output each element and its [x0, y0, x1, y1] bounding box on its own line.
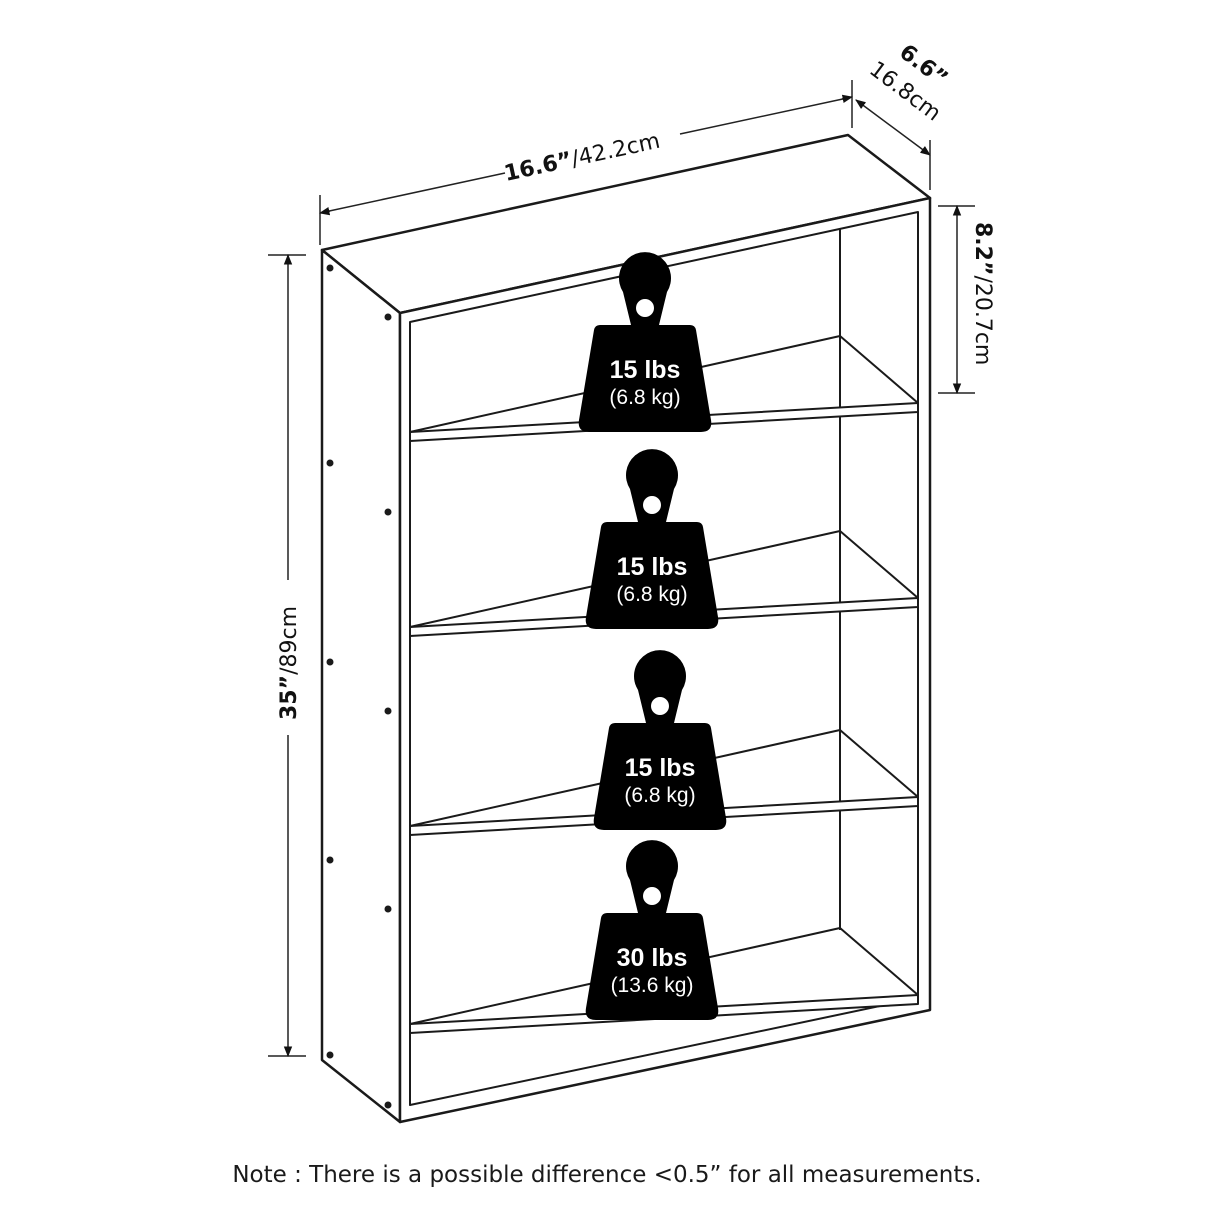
width-cm: /42.2cm: [569, 129, 662, 173]
weight-icon: [578, 252, 712, 433]
weight-value-metric: (6.8 kg): [616, 583, 687, 606]
weight-value-metric: (6.8 kg): [624, 784, 695, 807]
weight-badges: 15 lbs(6.8 kg)15 lbs(6.8 kg)15 lbs(6.8 k…: [578, 252, 727, 1020]
height-cm: /89cm: [277, 606, 302, 675]
weight-icon: [593, 650, 727, 830]
height-label: 35”/89cm: [277, 606, 302, 720]
dimension-lines: [268, 80, 975, 1058]
screw-holes: [326, 264, 392, 1109]
shelf-gap-inches: 8.2”: [970, 222, 995, 275]
weight-badge: 15 lbs(6.8 kg): [585, 449, 719, 629]
shelf-gap-cm: /20.7cm: [970, 275, 995, 365]
height-inches: 35”: [277, 675, 302, 720]
weight-value: 15 lbs: [625, 754, 696, 782]
weight-value: 30 lbs: [617, 944, 688, 972]
width-inches: 16.6”: [502, 148, 574, 187]
weight-value: 15 lbs: [610, 356, 681, 384]
weight-badge: 30 lbs(13.6 kg): [585, 840, 719, 1020]
shelf-gap-label: 8.2”/20.7cm: [970, 222, 995, 365]
weight-badge: 15 lbs(6.8 kg): [593, 650, 727, 830]
weight-value-metric: (13.6 kg): [611, 974, 694, 997]
left-side-panel: [320, 248, 402, 1124]
measurement-note: Note : There is a possible difference <0…: [232, 1162, 982, 1188]
weight-icon: [585, 449, 719, 629]
width-label: 16.6”/42.2cm: [502, 129, 662, 187]
weight-badge: 15 lbs(6.8 kg): [578, 252, 712, 433]
weight-icon: [585, 840, 719, 1020]
weight-value: 15 lbs: [617, 553, 688, 581]
weight-value-metric: (6.8 kg): [609, 386, 680, 409]
